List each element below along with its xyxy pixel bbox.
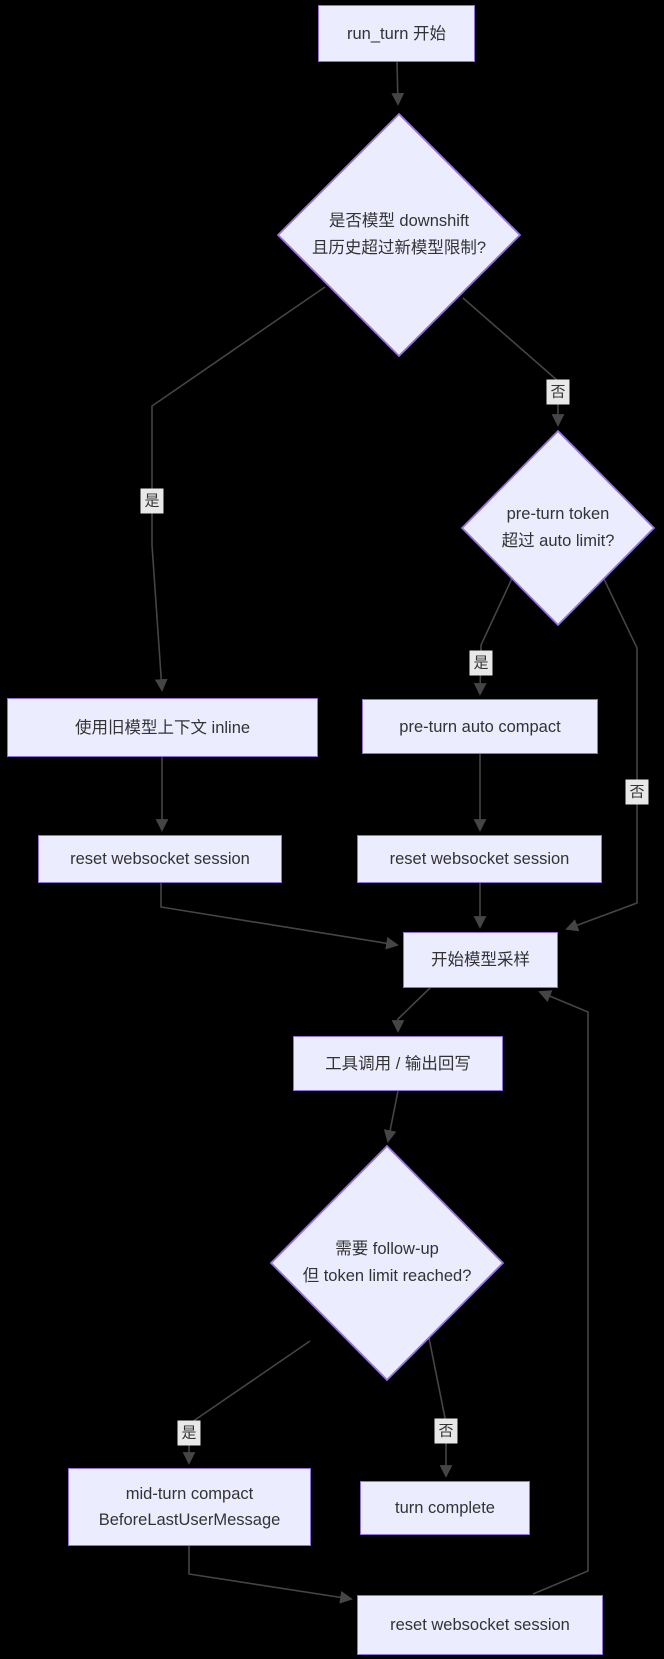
edge-resetleft-to-sampling — [160, 882, 399, 950]
node-reset-ws-left-label: reset websocket session — [70, 850, 250, 868]
node-midturn-compact-line1: mid-turn compact — [125, 1485, 254, 1503]
decision-downshift-shape — [276, 112, 522, 358]
edge-label-no-followup: 否 — [434, 1418, 458, 1444]
edge-label-no-preturn: 否 — [625, 779, 649, 805]
node-turn-complete-label: turn complete — [395, 1499, 495, 1517]
node-start-sampling: 开始模型采样 — [403, 932, 558, 988]
node-tool-calls: 工具调用 / 输出回写 — [293, 1036, 503, 1091]
node-tool-calls-label: 工具调用 / 输出回写 — [325, 1054, 471, 1073]
node-reset-ws-left: reset websocket session — [38, 835, 282, 883]
node-reset-ws-bottom: reset websocket session — [357, 1595, 603, 1655]
node-preturn-compact: pre-turn auto compact — [362, 699, 598, 754]
edge-label-yes-preturn: 是 — [469, 650, 493, 676]
edge-tools-to-followup — [383, 1090, 399, 1143]
node-use-old-context: 使用旧模型上下文 inline — [7, 698, 318, 757]
edge-start-to-downshift — [391, 61, 405, 106]
edge-label-no-downshift: 否 — [546, 379, 570, 405]
decision-followup-shape — [269, 1144, 505, 1382]
edge-sampling-to-tools — [391, 987, 431, 1033]
edge-label-yes-downshift: 是 — [140, 488, 164, 514]
edge-midcompact-to-reset — [188, 1546, 353, 1604]
node-start-sampling-label: 开始模型采样 — [431, 951, 530, 969]
node-turn-complete: turn complete — [360, 1481, 530, 1535]
edge-preturn-yes — [473, 571, 516, 696]
node-run-turn-start-label: run_turn 开始 — [346, 24, 447, 43]
edge-followup-yes — [182, 1340, 311, 1465]
node-reset-ws-bottom-label: reset websocket session — [390, 1616, 570, 1634]
edge-preturn-no — [565, 576, 638, 932]
node-preturn-compact-label: pre-turn auto compact — [399, 717, 561, 736]
node-reset-ws-right-label: reset websocket session — [389, 850, 570, 868]
node-reset-ws-right: reset websocket session — [357, 835, 602, 883]
node-run-turn-start: run_turn 开始 — [318, 5, 475, 62]
node-use-old-context-label: 使用旧模型上下文 inline — [74, 718, 251, 737]
edge-downshift-yes — [151, 286, 326, 692]
node-midturn-compact-line2: BeforeLastUserMessage — [98, 1511, 281, 1529]
edge-resetbottom-loop-to-sampling — [532, 990, 589, 1595]
edge-followup-no — [424, 1317, 453, 1478]
edge-label-yes-followup: 是 — [177, 1420, 201, 1446]
edge-downshift-no — [462, 297, 565, 427]
node-midturn-compact: mid-turn compact BeforeLastUserMessage — [68, 1468, 311, 1546]
decision-preturn-shape — [460, 429, 656, 627]
